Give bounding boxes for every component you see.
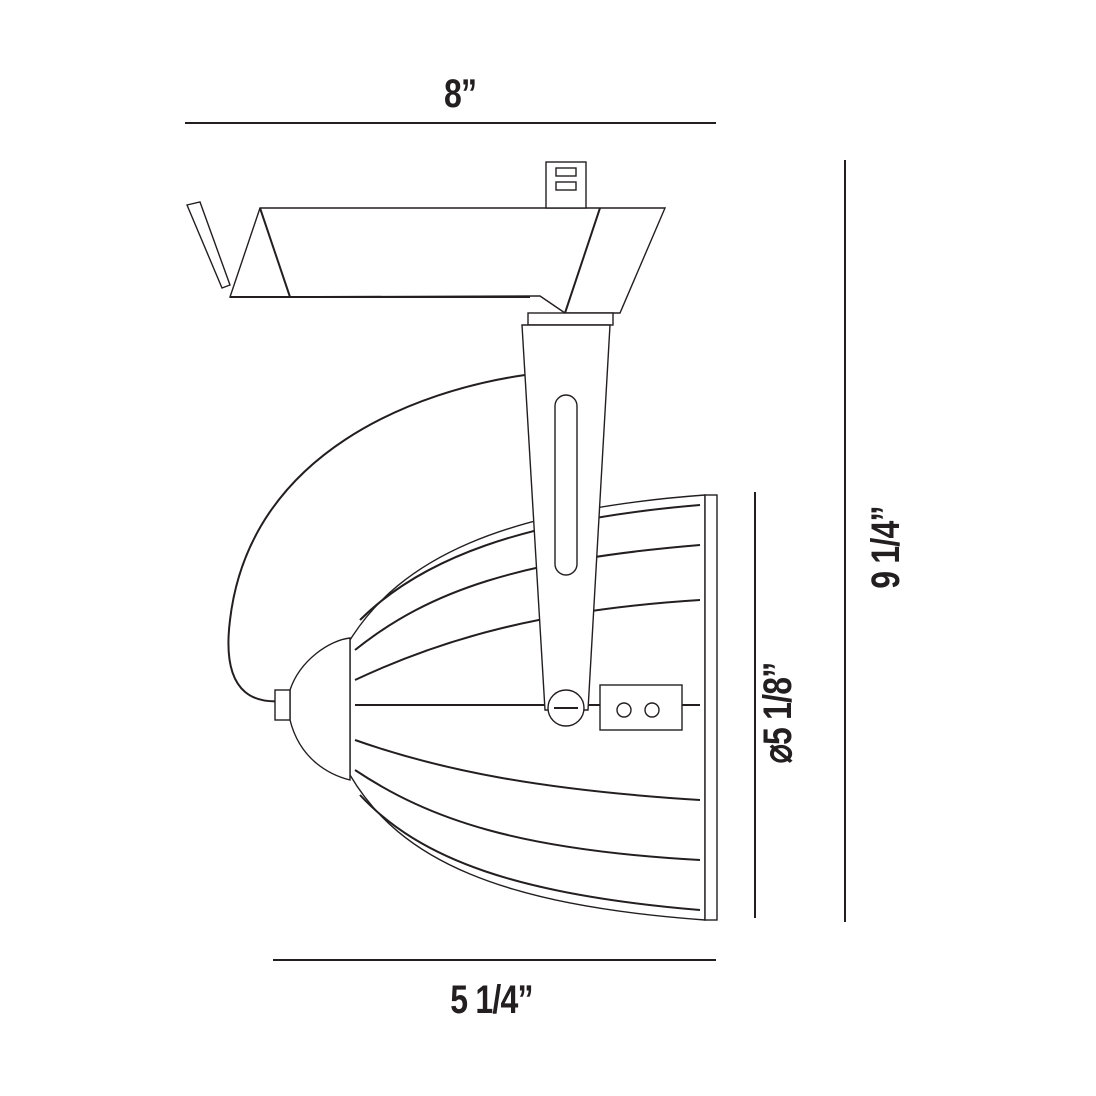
track-adapter [186,161,667,326]
height-label: 9 1/4” [863,506,908,589]
yoke-arm [521,324,611,727]
depth-label: 5 1/4” [450,978,533,1022]
lamp-head [274,494,718,921]
power-cord [227,374,526,703]
width-label: 8” [444,72,477,116]
diameter-label: ⌀5 1/8” [756,662,801,764]
